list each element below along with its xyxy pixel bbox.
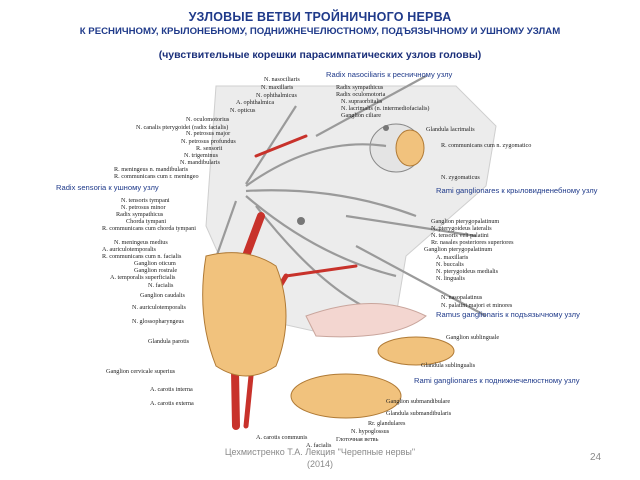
label-nasopalatinus: N. nasopalatinus <box>441 294 483 301</box>
label-facialis: N. facialis <box>148 282 174 289</box>
label-lingualis: N. lingualis <box>436 275 465 282</box>
label-communicans-meningeo: R. communicans cum r. meningeo <box>114 173 199 180</box>
label-pterygoideus-lateralis: N. pterygoideus lateralis <box>431 225 492 232</box>
label-ophthalmicus: N. ophthalmicus <box>256 92 297 99</box>
label-communicans-facialis: R. communicans cum n. facialis <box>102 253 182 260</box>
label-opticus: N. opticus <box>230 107 256 114</box>
label-glandula-parotis: Glandula parotis <box>148 338 190 345</box>
label-ganglion-rostrale: Ganglion rostrale <box>134 267 178 274</box>
label-a-maxillaris: A. maxillaris <box>436 254 469 261</box>
tongue <box>305 303 427 338</box>
label-radix-oculomotoria: Radix oculomotoria <box>336 91 386 98</box>
label-buccalis: N. buccalis <box>436 261 464 268</box>
ganglion-dot <box>383 125 389 131</box>
label-palatini: N. palatini majori et minores <box>441 302 513 309</box>
label-petrosus-profundus: N. petrosus profundus <box>181 138 236 145</box>
slide-title: УЗЛОВЫЕ ВЕТВИ ТРОЙНИЧНОГО НЕРВА <box>188 10 452 24</box>
label-a-facialis: A. facialis <box>306 442 332 449</box>
label-maxillaris: N. maxillaris <box>261 84 294 91</box>
label-carotis-interna: A. carotis interna <box>150 386 193 393</box>
label-mandibularis: N. mandibularis <box>180 159 220 166</box>
anatomical-figure: N. nasociliaris N. maxillaris N. ophthal… <box>56 66 616 450</box>
label-glossopharyngeus: N. glossopharyngeus <box>132 318 184 325</box>
label-ganglion-pterygopalatinum: Ganglion pterygopalatinum <box>431 218 500 225</box>
label-glotochnaya-vetv: Глоточная ветвь <box>336 436 379 443</box>
label-radix-sympathicus: Radix sympathicus <box>336 84 384 91</box>
footer-credit: Цехмистренко Т.А. Лекция "Черепные нервы… <box>224 447 416 469</box>
label-pterygoideus-medialis: N. pterygoideus medialis <box>436 268 499 275</box>
sublingual-gland <box>377 336 455 366</box>
annotation-rami-pterygopalatine: Rami ganglionares к крыловидненебному уз… <box>436 186 598 195</box>
label-meningeus: R. meningeus n. mandibularis <box>114 166 189 173</box>
label-ganglion-ciliare: Ganglion ciliare <box>341 112 382 119</box>
page-number: 24 <box>590 452 602 463</box>
label-zygomaticus: N. zygomaticus <box>441 174 480 181</box>
label-ganglion-cervicale: Ganglion cervicale superius <box>106 368 176 375</box>
slide-subtitle: К РЕСНИЧНОМУ, КРЫЛОНЕБНОМУ, ПОДНИЖНЕЧЕЛЮ… <box>79 26 561 37</box>
annotation-radix-sensoria: Radix sensoria к ушному узлу <box>56 183 159 192</box>
nerve-branches <box>204 75 487 318</box>
label-oculomotorius: N. oculomotorius <box>186 116 230 123</box>
label-tensoris-tympani: N. tensoris tympani <box>121 197 170 204</box>
label-ganglion-caudalis: Ganglion caudalis <box>140 292 185 299</box>
label-nasales-posteriores: Rr. nasales posteriores superiores <box>431 239 514 246</box>
parotid-gland <box>202 252 287 377</box>
annotation-rami-submandibular: Rami ganglionares к поднижнечелюстному у… <box>414 376 580 385</box>
label-ganglion-pterygopalatinum-2: Ganglion pterygopalatinum <box>424 246 493 253</box>
slide-caption: (чувствительные корешки парасимпатически… <box>158 49 482 61</box>
label-sensorii: R. sensorii <box>196 145 223 152</box>
label-lacrimalis: N. lacrimalis (n. intermediofacialis) <box>341 105 430 112</box>
label-ganglion-sublinguale: Ganglion sublinguale <box>446 334 500 341</box>
submandibular-gland <box>290 373 402 419</box>
annotation-ramus-sublingual: Ramus ganglionaris к подъязычному узлу <box>436 310 580 319</box>
label-rr-glandulares: Rr. glandulares <box>368 420 406 427</box>
label-radix-sympathicus-left: Radix sympathicus <box>116 211 164 218</box>
label-nasociliaris: N. nasociliaris <box>264 76 300 83</box>
label-glandula-sublingualis: Glandula sublingualis <box>421 362 476 369</box>
annotation-radix-nasociliaris: Radix nasociliaris к ресничному узлу <box>326 70 453 79</box>
label-glandula-submandibularis: Glandula submandibularis <box>386 410 452 417</box>
label-a-auriculotemporalis: A. auriculotemporalis <box>102 246 156 253</box>
label-trigeminus: N. trigeminus <box>184 152 219 159</box>
label-carotis-externa: A. carotis externa <box>150 400 194 407</box>
label-communicans-chorda: R. communicans cum chorda tympani <box>102 225 196 232</box>
label-glandula-lacrimalis: Glandula lacrimalis <box>426 126 475 133</box>
nerve-illustration <box>202 75 497 430</box>
label-chorda-tympani: Chorda tympani <box>126 218 167 225</box>
label-meningeus-medius: N. meningeus medius <box>114 239 168 246</box>
label-petrosus-major: N. petrosus major <box>186 130 231 137</box>
label-tensoris-veli: N. tensoris veli palatini <box>431 232 489 239</box>
label-canalis-pterygoidei: N. canalis pterygoidei (radix facialis) <box>136 124 229 131</box>
label-hypoglossus: N. hypoglossus <box>351 428 390 435</box>
label-temporalis-superficialis: A. temporalis superficialis <box>110 274 176 281</box>
label-ganglion-oticum: Ganglion oticum <box>134 260 176 267</box>
label-carotis-communis: A. carotis communis <box>256 434 308 441</box>
label-auriculotemporalis-left: N. auriculotemporalis <box>132 304 186 311</box>
ganglion-dot <box>297 217 305 225</box>
label-ganglion-submandibulare: Ganglion submandibulare <box>386 398 451 405</box>
lacrimal-gland <box>395 129 425 167</box>
label-petrosus-minor: N. petrosus minor <box>121 204 166 211</box>
label-supraorbitalis: N. supraorbitalis <box>341 98 383 105</box>
label-communicans-zygomatico: R. communicans cum n. zygomatico <box>441 142 532 149</box>
label-a-ophthalmica: A. ophthalmica <box>236 99 275 106</box>
